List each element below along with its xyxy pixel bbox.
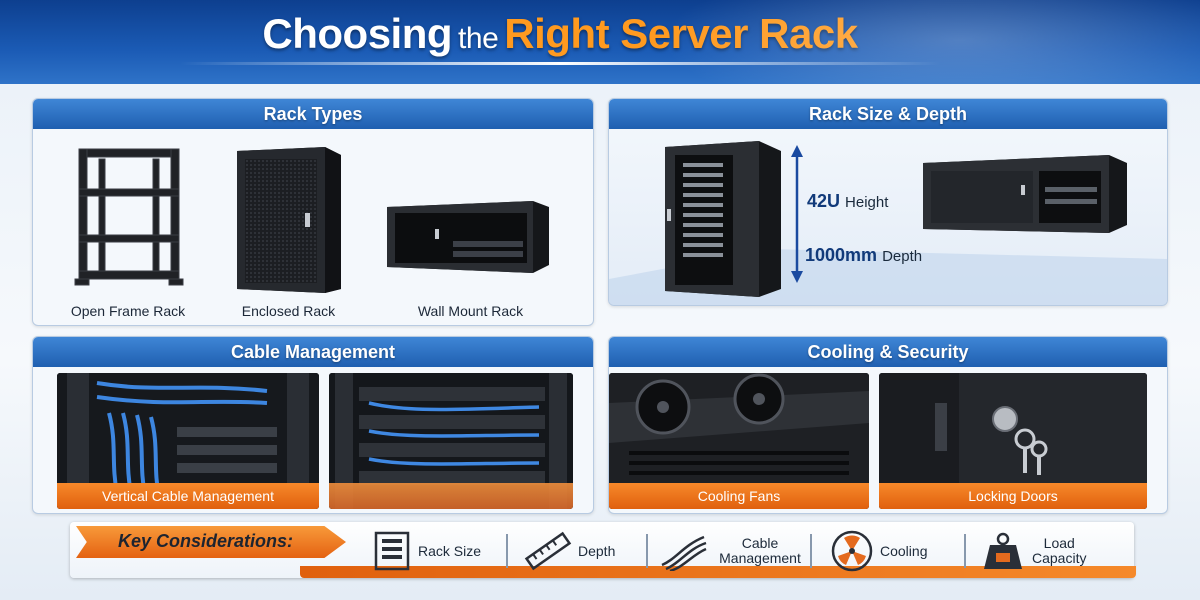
vertical-cable-photo: Vertical Cable Management	[57, 373, 319, 509]
consideration-depth: Depth	[524, 528, 615, 574]
title-word-right-server-rack: Right Server Rack	[504, 10, 858, 57]
cooling-security-title: Cooling & Security	[609, 337, 1167, 367]
cable-icon	[661, 535, 707, 571]
consideration-rack-size: Rack Size	[374, 528, 481, 574]
title-word-choosing: Choosing	[262, 10, 453, 57]
locking-doors-photo: Locking Doors	[879, 373, 1147, 509]
height-dimension: 42U Height	[807, 191, 888, 212]
divider	[506, 534, 508, 568]
vertical-cable-caption: Vertical Cable Management	[57, 483, 319, 509]
wall-mount-rack-label: Wall Mount Rack	[417, 303, 524, 319]
depth-label-key: Depth	[578, 542, 616, 559]
cable-label-line1: Cable	[741, 535, 779, 551]
load-label-line1: Load	[1043, 535, 1075, 551]
locking-doors-caption: Locking Doors	[879, 483, 1147, 509]
title-word-the: the	[458, 22, 499, 55]
open-frame-rack-icon	[74, 148, 184, 286]
title-underline	[180, 62, 940, 65]
key-considerations-tag: Key Considerations:	[76, 526, 346, 558]
weight-icon	[984, 532, 1022, 569]
rack-types-panel: Rack Types Open Frame Rack Enclosed Rack	[32, 98, 594, 326]
divider	[646, 534, 648, 568]
cooling-fans-photo: Cooling Fans	[609, 373, 869, 509]
open-frame-rack-label: Open Frame Rack	[70, 303, 186, 319]
load-label-line2: Capacity	[1032, 550, 1087, 566]
rack-size-depth-panel: Rack Size & Depth 42U Height 1000mm	[608, 98, 1168, 306]
depth-value: 1000mm	[805, 245, 878, 265]
height-label: Height	[845, 194, 889, 211]
horizontal-cable-caption-strip	[329, 483, 573, 509]
key-considerations-stripe	[300, 566, 1136, 578]
depth-dimension: 1000mm Depth	[805, 245, 922, 266]
rack-size-depth-title: Rack Size & Depth	[609, 99, 1167, 129]
height-value: 42U	[807, 191, 841, 211]
ruler-icon	[524, 531, 572, 571]
cooling-security-panel: Cooling & Security Cooling Fans	[608, 336, 1168, 514]
divider	[810, 534, 812, 568]
consideration-cooling: Cooling	[830, 528, 927, 574]
enclosed-rack-label: Enclosed Rack	[241, 303, 336, 319]
depth-label: Depth	[882, 248, 923, 265]
cable-management-panel: Cable Management Vertical Cable Manageme…	[32, 336, 594, 514]
fan-icon	[831, 530, 873, 572]
divider	[964, 534, 966, 568]
cooling-fans-caption: Cooling Fans	[609, 483, 869, 509]
cable-management-title: Cable Management	[33, 337, 593, 367]
wall-mount-rack-icon	[387, 201, 549, 273]
size-depth-illustration	[609, 141, 1167, 305]
rack-types-title: Rack Types	[33, 99, 593, 129]
rack-size-label: Rack Size	[418, 542, 482, 559]
rack-size-icon	[374, 531, 410, 571]
cable-label-line2: Management	[719, 550, 801, 566]
cooling-label: Cooling	[880, 542, 928, 559]
key-considerations-title: Key Considerations:	[118, 531, 294, 551]
enclosed-rack-icon	[237, 147, 341, 293]
horizontal-cable-photo	[329, 373, 573, 509]
